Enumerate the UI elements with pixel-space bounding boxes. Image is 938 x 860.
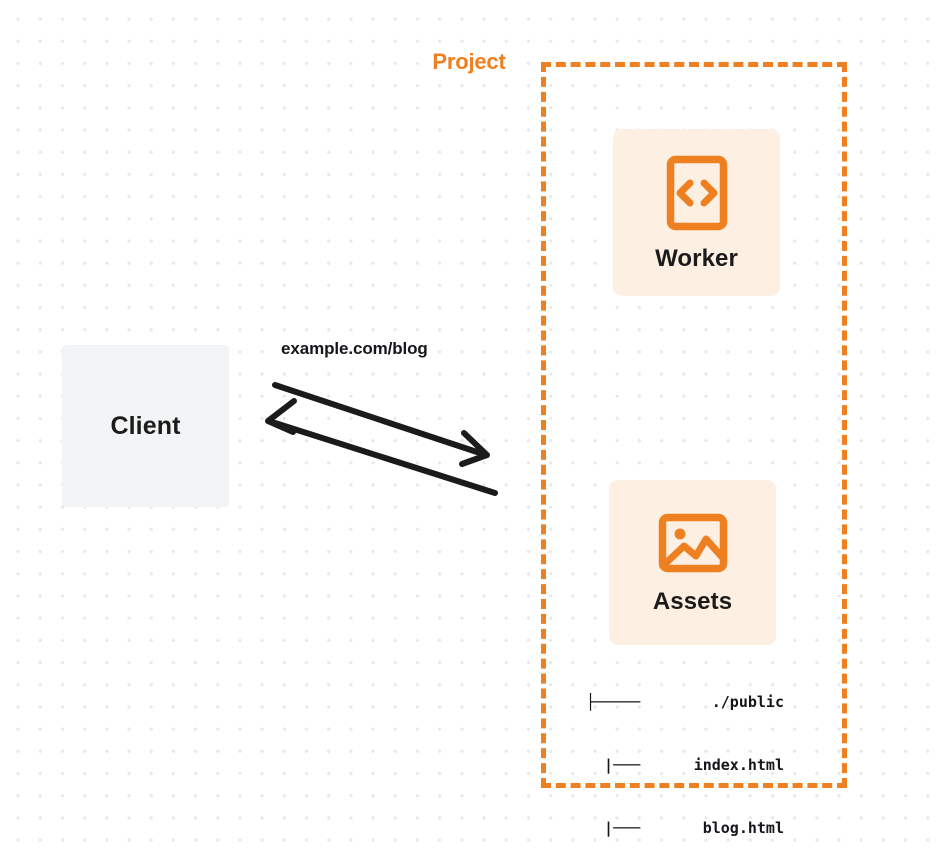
tree-branch-glyph: ├───── — [586, 693, 641, 711]
worker-node[interactable]: Worker — [613, 129, 780, 296]
tree-branch-glyph: |─── — [586, 756, 641, 774]
worker-label: Worker — [655, 244, 738, 272]
client-node[interactable]: Client — [62, 345, 229, 507]
response-arrow — [265, 398, 498, 496]
project-boundary — [541, 62, 847, 788]
tree-item-name: blog.html — [702, 819, 784, 837]
project-title: Project — [423, 51, 515, 73]
file-tree-row: |─── blog.html — [586, 818, 784, 839]
assets-label: Assets — [652, 587, 733, 615]
code-brackets-icon — [666, 155, 727, 230]
image-icon — [658, 513, 727, 572]
connection-label: example.com/blog — [281, 339, 428, 358]
client-label: Client — [110, 411, 181, 440]
tree-item-name: ./public — [711, 693, 784, 711]
request-arrow — [272, 382, 490, 467]
assets-file-tree: ├───── ./public |─── index.html |─── blo… — [586, 650, 784, 860]
tree-item-name: index.html — [693, 756, 784, 774]
file-tree-row: ├───── ./public — [586, 692, 784, 713]
file-tree-row: |─── index.html — [586, 755, 784, 776]
tree-branch-glyph: |─── — [586, 819, 641, 837]
assets-node[interactable]: Assets — [609, 480, 776, 645]
connection-arrows — [265, 382, 498, 496]
